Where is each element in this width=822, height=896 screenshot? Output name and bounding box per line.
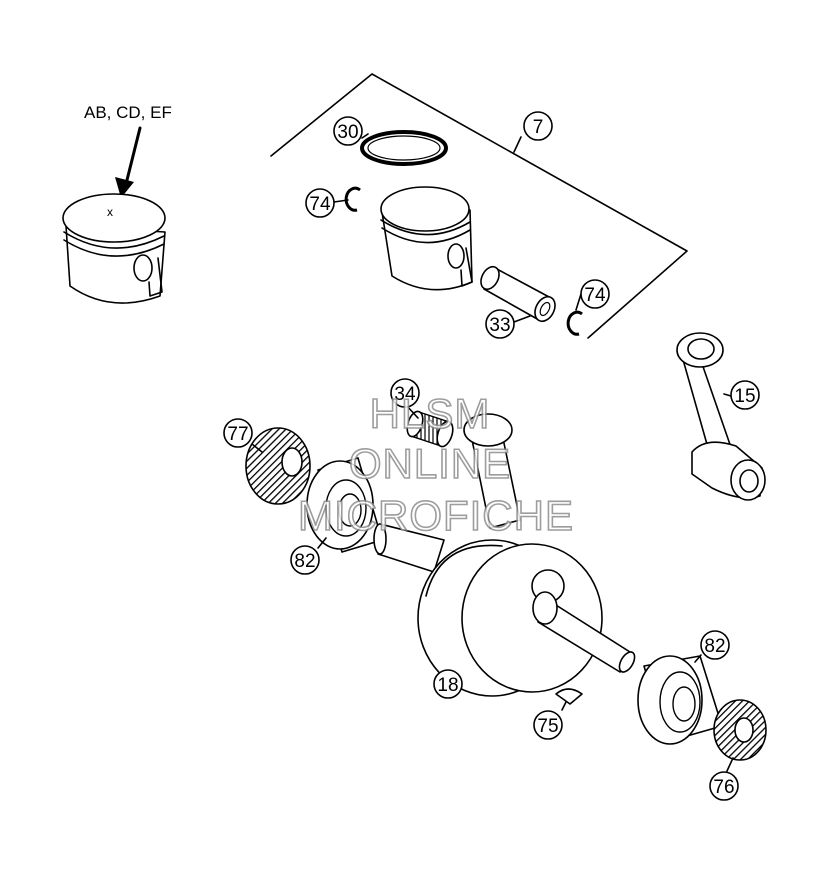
svg-text:77: 77 [227,424,248,445]
svg-text:82: 82 [704,636,725,657]
svg-text:18: 18 [437,675,458,696]
part-callout-82: 82 [700,630,730,660]
part-callout-7: 7 [523,111,553,141]
woodruff-key [555,688,583,705]
shaft-seal-right [713,699,767,761]
piston-marking-detail: AB, CD, EF x [62,103,172,304]
marking-note: AB, CD, EF [84,103,172,122]
part-callout-76: 76 [709,771,739,801]
watermark: HLSM ONLINE MICROFICHE [297,389,574,540]
watermark-line-3: MICROFICHE [298,492,574,539]
circlip-left [344,186,361,212]
piston-detail: x [62,193,166,304]
part-callout-74: 74 [305,188,335,218]
svg-text:15: 15 [734,386,755,407]
piston-ring [360,130,448,166]
circlip-right [566,310,583,336]
needle-bearing [406,410,454,448]
part-callout-34: 34 [390,378,420,408]
svg-text:74: 74 [309,194,331,215]
piston-pin [480,265,556,323]
part-callout-75: 75 [533,710,563,740]
watermark-line-1: HLSM [370,390,491,437]
part-callout-33: 33 [485,309,515,339]
x-mark: x [107,205,113,219]
svg-text:75: 75 [537,716,558,737]
leader-lines [251,133,734,772]
watermark-line-2: ONLINE [349,440,511,487]
part-callout-30: 30 [333,116,363,146]
part-callout-77: 77 [223,418,253,448]
part-callout-82: 82 [290,545,320,575]
part-callout-15: 15 [730,380,760,410]
crankshaft [373,413,636,697]
svg-text:76: 76 [713,777,734,798]
part-callout-74: 74 [580,279,610,309]
ball-bearing-left [306,457,383,553]
svg-text:33: 33 [489,315,510,336]
shaft-seal-left [245,427,311,505]
piston [380,186,473,291]
part-callout-18: 18 [433,669,463,699]
svg-text:74: 74 [584,285,606,306]
svg-text:34: 34 [394,384,416,405]
part-callouts: 30 7 74 74 33 15 34 77 [223,111,760,801]
piston-kit-outline [270,73,688,339]
connecting-rod [676,332,766,501]
marking-arrow [115,126,142,198]
svg-text:30: 30 [337,122,358,143]
svg-text:7: 7 [533,117,544,138]
ball-bearing-right [637,655,723,745]
svg-text:82: 82 [294,551,315,572]
